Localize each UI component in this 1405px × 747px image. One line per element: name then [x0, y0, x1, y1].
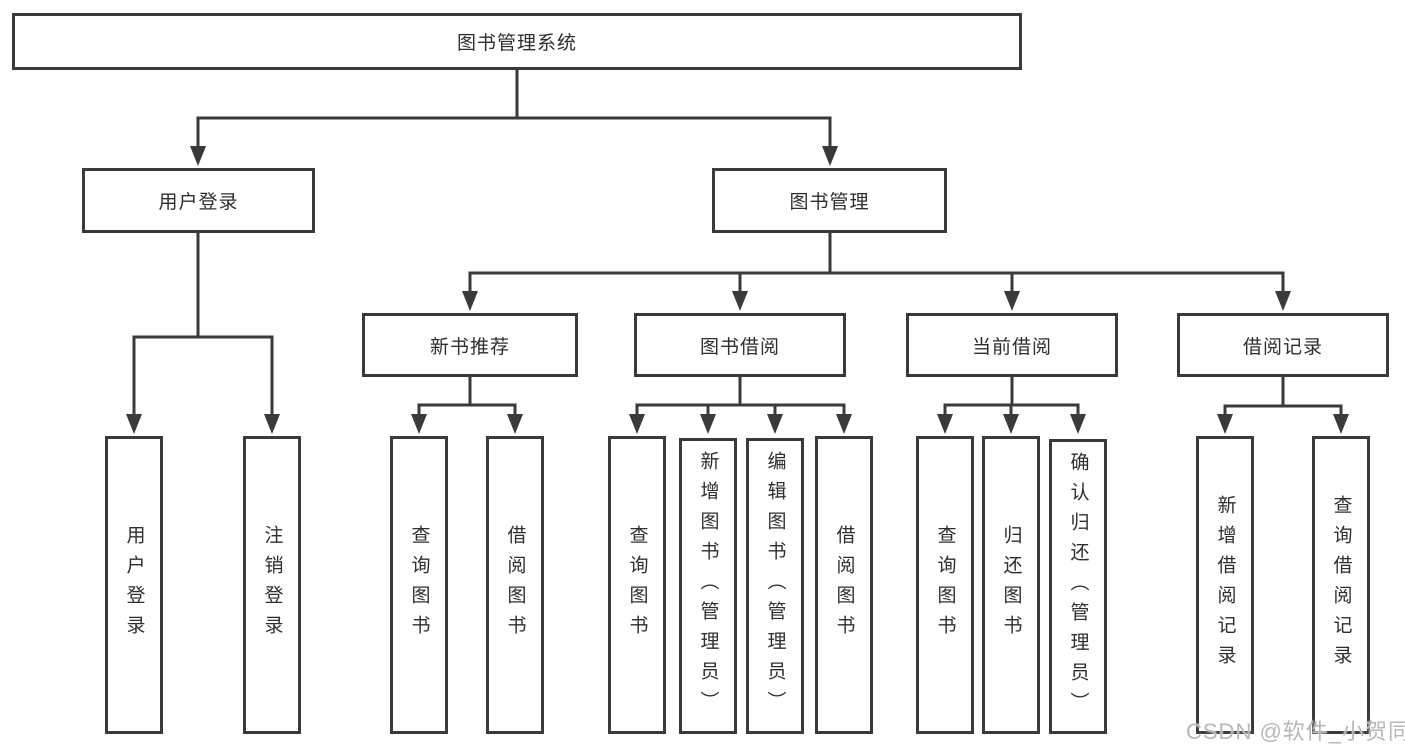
connector-book-mgmt-split: [468, 231, 1285, 296]
leaf-confirm-return-admin: 确认归还（管理员）: [1049, 439, 1107, 734]
node-new-book-recommend-label: 新书推荐: [429, 336, 510, 358]
leaf-logout: 注销登录: [243, 436, 301, 734]
arrowhead: [822, 146, 838, 166]
leaf-query-books-recommend-label: 查询图书: [408, 525, 430, 645]
arrowhead: [629, 414, 645, 434]
leaf-borrow-books-label: 借阅图书: [833, 525, 855, 645]
leaf-logout-label: 注销登录: [261, 525, 283, 645]
watermark: CSDN @软件_小贺同学: [1186, 719, 1405, 744]
node-root: 图书管理系统: [12, 13, 1022, 70]
arrowheads: [126, 146, 1349, 434]
node-book-management: 图书管理: [712, 168, 947, 233]
arrowhead: [462, 291, 478, 311]
leaf-return-books-label: 归还图书: [1000, 525, 1022, 645]
leaf-add-borrow-record-label: 新增借阅记录: [1214, 495, 1236, 675]
arrowhead: [190, 146, 206, 166]
node-current-borrow: 当前借阅: [906, 313, 1118, 377]
node-book-borrow: 图书借阅: [634, 313, 846, 377]
node-borrow-records: 借阅记录: [1177, 313, 1389, 377]
arrowhead: [732, 291, 748, 311]
arrowhead: [411, 414, 427, 434]
arrowhead: [264, 414, 280, 434]
node-borrow-records-label: 借阅记录: [1242, 336, 1323, 358]
arrowhead: [126, 414, 142, 434]
connector-current-borrow-split: [943, 375, 1080, 419]
node-book-borrow-label: 图书借阅: [699, 336, 780, 358]
leaf-query-books-recommend: 查询图书: [390, 436, 448, 734]
arrowhead: [700, 414, 716, 434]
node-new-book-recommend: 新书推荐: [362, 313, 578, 377]
leaf-query-books-borrow: 查询图书: [608, 436, 666, 734]
arrowhead: [1003, 414, 1019, 434]
connector-user-login-split: [132, 231, 274, 419]
leaf-user-login: 用户登录: [105, 436, 163, 734]
leaf-edit-book-admin: 编辑图书（管理员）: [746, 438, 804, 734]
node-book-management-label: 图书管理: [789, 192, 870, 213]
node-user-login: 用户登录: [82, 168, 315, 233]
connector-book-borrow-split: [635, 375, 846, 419]
connector-root-to-level2: [196, 68, 832, 151]
leaf-user-login-label: 用户登录: [123, 525, 145, 645]
leaf-borrow-books-recommend-label: 借阅图书: [504, 525, 526, 645]
arrowhead: [1217, 414, 1233, 434]
leaf-add-book-admin: 新增图书（管理员）: [679, 438, 737, 734]
leaf-add-book-admin-label: 新增图书（管理员）: [697, 451, 719, 721]
leaf-add-borrow-record: 新增借阅记录: [1196, 436, 1254, 734]
arrowhead: [1070, 414, 1086, 434]
arrowhead: [767, 414, 783, 434]
node-current-borrow-label: 当前借阅: [971, 336, 1052, 358]
node-root-label: 图书管理系统: [456, 33, 577, 54]
node-user-login-label: 用户登录: [158, 192, 239, 213]
leaf-edit-book-admin-label: 编辑图书（管理员）: [764, 451, 786, 721]
arrowhead: [1333, 414, 1349, 434]
leaf-return-books: 归还图书: [982, 436, 1040, 734]
leaf-query-books-borrow-label: 查询图书: [626, 525, 648, 645]
leaf-borrow-books: 借阅图书: [815, 436, 873, 734]
arrowhead: [1275, 291, 1291, 311]
leaf-borrow-books-recommend: 借阅图书: [486, 436, 544, 734]
leaf-query-books-current-label: 查询图书: [934, 525, 956, 645]
arrowhead: [836, 414, 852, 434]
arrowhead: [937, 414, 953, 434]
connector-new-book-split: [417, 375, 517, 419]
arrowhead: [507, 414, 523, 434]
leaf-query-borrow-record-label: 查询借阅记录: [1330, 495, 1352, 675]
arrowhead: [1004, 291, 1020, 311]
leaf-query-borrow-record: 查询借阅记录: [1312, 436, 1370, 734]
connector-borrow-records-split: [1223, 375, 1343, 419]
leaf-query-books-current: 查询图书: [916, 436, 974, 734]
leaf-confirm-return-admin-label: 确认归还（管理员）: [1067, 451, 1089, 722]
